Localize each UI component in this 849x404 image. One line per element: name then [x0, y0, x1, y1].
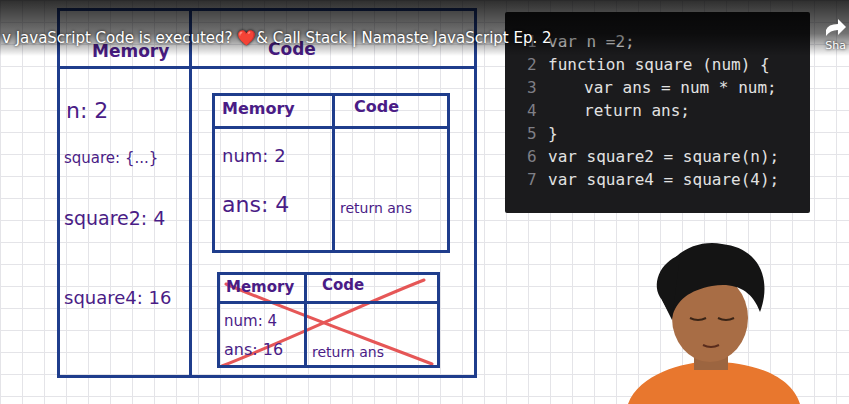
column-header: Memory: [222, 100, 295, 118]
code-line: function square (num) {: [548, 56, 770, 74]
code-line: var square4 = square(4);: [548, 171, 779, 189]
line-number: 7: [527, 171, 537, 189]
memory-entry: square4: 16: [64, 288, 171, 309]
code-entry: return ans: [340, 200, 412, 216]
memory-entry: square: {...}: [64, 150, 158, 167]
table-rule: [304, 272, 307, 368]
column-header: Code: [354, 98, 399, 116]
code-line: }: [548, 125, 558, 143]
share-icon: [0, 0, 849, 56]
memory-entry: ans: 16: [224, 341, 283, 359]
table-rule: [217, 301, 440, 304]
code-line: var ans = num * num;: [584, 79, 777, 97]
table-rule: [189, 8, 192, 378]
video-title: v JavaScript Code is executed? ❤️& Call …: [2, 30, 552, 47]
column-header: Code: [322, 277, 364, 294]
column-header: Memory: [226, 279, 294, 296]
line-number: 6: [527, 148, 537, 166]
code-line: var square2 = square(n);: [548, 148, 779, 166]
presenter: [628, 243, 800, 404]
line-number: 4: [527, 102, 537, 120]
line-number: 3: [527, 79, 537, 97]
memory-entry: n: 2: [66, 98, 108, 123]
share-label: Sha: [825, 40, 846, 53]
memory-entry: num: 4: [224, 313, 277, 330]
memory-entry: square2: 4: [64, 208, 165, 230]
table-rule: [57, 66, 477, 69]
function-context: Memory Code num: 2 ans: 4 return ans: [212, 93, 450, 253]
code-line: return ans;: [584, 102, 690, 120]
memory-entry: ans: 4: [222, 192, 289, 217]
code-entry: return ans: [312, 344, 384, 360]
execution-context: MemoryCoden: 2square: {...}square2: 4squ…: [57, 8, 477, 378]
line-number: 5: [527, 125, 537, 143]
memory-entry: num: 2: [222, 146, 286, 167]
table-rule: [332, 93, 335, 253]
function-context: Memory Code num: 4 ans: 16 return ans: [217, 272, 440, 368]
video-title-bar: [0, 0, 849, 56]
line-number: 2: [527, 56, 537, 74]
table-rule: [212, 126, 450, 129]
